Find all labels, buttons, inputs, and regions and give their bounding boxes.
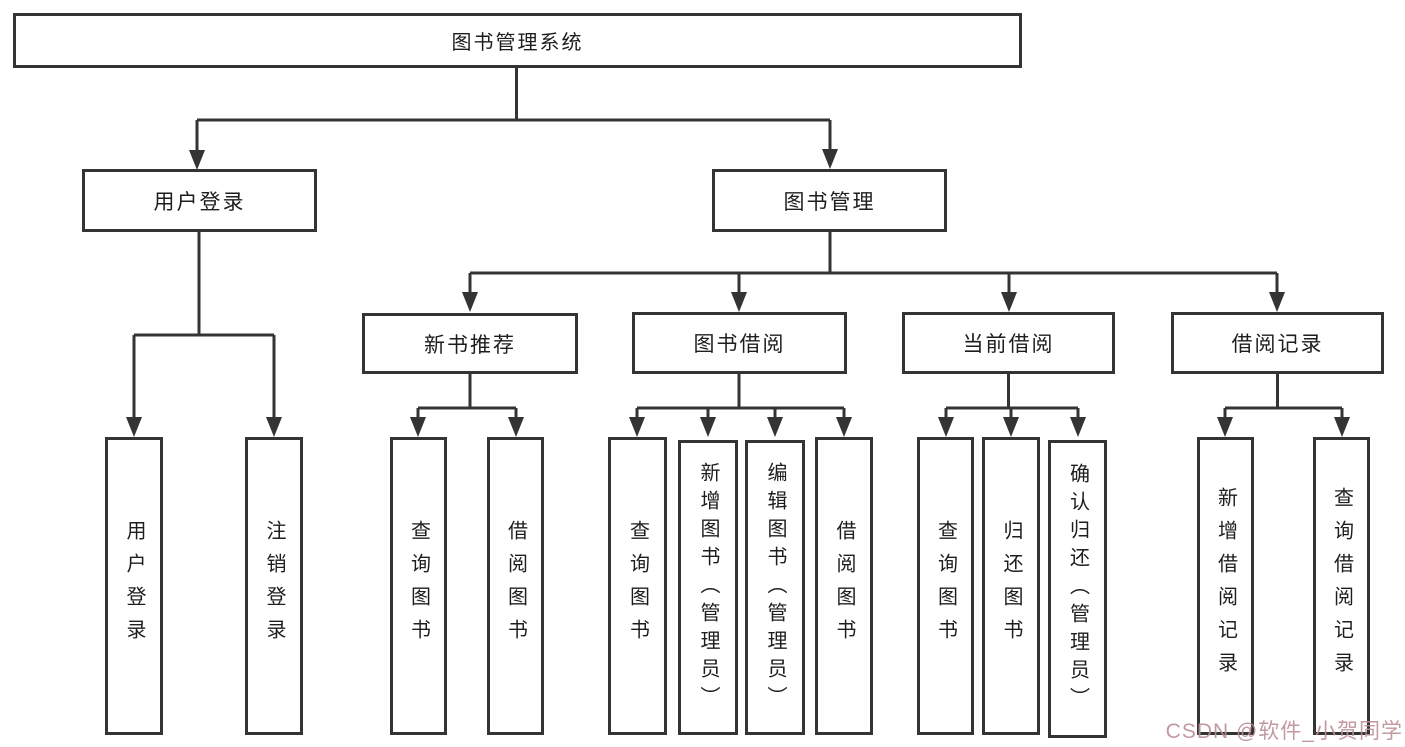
leaf-cb-query-books: 查询图书 <box>917 437 974 735</box>
node-user-login-group-label: 用户登录 <box>153 190 246 214</box>
arrow-down-icon <box>1334 417 1350 437</box>
connector-path <box>132 68 1344 421</box>
node-borrowing-records-label: 借阅记录 <box>1231 333 1324 356</box>
node-new-book-recommend: 新书推荐 <box>362 313 578 374</box>
leaf-br-add-record: 新增借阅记录 <box>1197 437 1254 735</box>
arrow-down-icon <box>1269 292 1285 312</box>
node-user-login-group: 用户登录 <box>82 169 317 232</box>
leaf-user-login: 用户登录 <box>105 437 163 735</box>
node-current-borrowing: 当前借阅 <box>902 312 1115 374</box>
leaf-logout: 注销登录 <box>245 437 303 735</box>
node-book-management: 图书管理 <box>712 169 947 232</box>
arrow-down-icon <box>731 292 747 312</box>
arrow-down-icon <box>1001 292 1017 312</box>
leaf-nbr-borrow-books-label: 借阅图书 <box>504 520 527 652</box>
arrow-down-icon <box>126 417 142 437</box>
leaf-cb-confirm-return-admin-label: 确认归还（管理员） <box>1066 463 1089 715</box>
arrow-down-icon <box>822 149 838 169</box>
leaf-br-query-record: 查询借阅记录 <box>1313 437 1370 735</box>
arrow-down-icon <box>1003 417 1019 437</box>
arrow-down-icon <box>767 417 783 437</box>
leaf-user-login-label: 用户登录 <box>123 520 145 652</box>
node-book-borrowing: 图书借阅 <box>632 312 847 374</box>
leaf-bb-borrow-books-label: 借阅图书 <box>833 520 855 652</box>
arrow-down-icon <box>700 417 716 437</box>
arrow-down-icon <box>1217 417 1233 437</box>
arrow-down-icon <box>836 417 852 437</box>
arrow-down-icon <box>410 417 426 437</box>
leaf-logout-label: 注销登录 <box>263 520 285 652</box>
leaf-br-query-record-label: 查询借阅记录 <box>1330 487 1353 685</box>
leaf-nbr-query-books-label: 查询图书 <box>407 520 430 652</box>
node-book-management-label: 图书管理 <box>783 190 876 214</box>
leaf-cb-query-books-label: 查询图书 <box>934 520 957 652</box>
node-book-management-system-label: 图书管理系统 <box>451 32 584 54</box>
arrow-down-icon <box>189 150 205 170</box>
leaf-nbr-borrow-books: 借阅图书 <box>487 437 544 735</box>
arrow-down-icon <box>1070 417 1086 437</box>
leaf-bb-edit-books-admin: 编辑图书（管理员） <box>745 440 805 735</box>
leaf-br-add-record-label: 新增借阅记录 <box>1214 487 1237 685</box>
arrow-down-icon <box>462 292 478 312</box>
leaf-cb-return-books: 归还图书 <box>982 437 1040 735</box>
leaf-nbr-query-books: 查询图书 <box>390 437 447 735</box>
node-new-book-recommend-label: 新书推荐 <box>424 333 516 357</box>
csdn-watermark: CSDN @软件_小贺同学 <box>1165 720 1403 743</box>
arrow-down-icon <box>508 417 524 437</box>
node-current-borrowing-label: 当前借阅 <box>962 333 1055 356</box>
leaf-cb-confirm-return-admin: 确认归还（管理员） <box>1048 440 1107 738</box>
node-borrowing-records: 借阅记录 <box>1171 312 1384 374</box>
leaf-bb-add-books-admin-label: 新增图书（管理员） <box>697 461 719 714</box>
leaf-bb-query-books-label: 查询图书 <box>626 520 649 652</box>
arrow-down-icon <box>629 417 645 437</box>
arrow-down-icon <box>266 417 282 437</box>
node-book-borrowing-label: 图书借阅 <box>693 333 786 356</box>
arrow-down-icon <box>938 417 954 437</box>
leaf-cb-return-books-label: 归还图书 <box>1000 520 1022 652</box>
leaf-bb-edit-books-admin-label: 编辑图书（管理员） <box>764 461 786 714</box>
leaf-bb-add-books-admin: 新增图书（管理员） <box>678 440 738 735</box>
leaf-bb-borrow-books: 借阅图书 <box>815 437 873 735</box>
leaf-bb-query-books: 查询图书 <box>608 437 667 735</box>
arrowheads <box>126 149 1350 437</box>
node-book-management-system: 图书管理系统 <box>13 13 1022 68</box>
